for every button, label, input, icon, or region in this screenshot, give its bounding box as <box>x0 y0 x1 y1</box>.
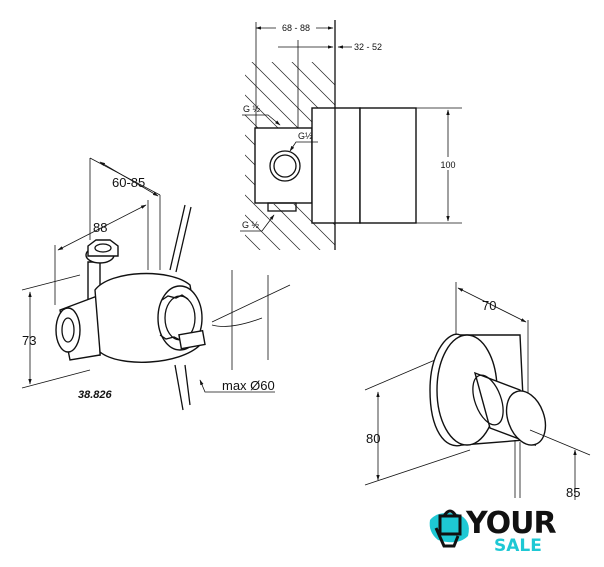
shopping-bag-hand-icon <box>429 509 469 548</box>
article-number: 38.826 <box>78 389 113 401</box>
cover-cylinder <box>359 107 417 224</box>
dim-width-label: 88 <box>93 220 107 235</box>
bottom-nut <box>267 202 297 212</box>
valve-body <box>254 127 313 204</box>
handle-end <box>505 390 547 446</box>
dim-height-73: 73 <box>22 333 36 348</box>
inlet-port <box>55 307 81 353</box>
yoursale-logo: YOUR SALE <box>428 506 568 558</box>
dim-wall-label: 32 - 52 <box>354 42 382 52</box>
top-section-view: 68 - 88 32 - 52 100 G ½ G½ G ½ <box>240 20 462 250</box>
cover-perspective-view: 70 80 85 <box>364 282 591 500</box>
thread-top-label: G ½ <box>243 104 261 114</box>
logo-word-your: YOUR <box>466 506 557 541</box>
dim-max-diameter: max Ø60 <box>222 378 275 393</box>
dim-diameter-70: 70 <box>482 298 496 313</box>
thread-side-label: G½ <box>298 131 313 141</box>
valve-perspective-view: 60-85 88 73 max Ø60 38.826 <box>21 157 291 411</box>
outlet-port <box>269 150 301 182</box>
logo-word-sale: SALE <box>494 536 542 556</box>
mounting-flange <box>311 107 361 224</box>
thread-bottom-label: G ½ <box>242 220 260 230</box>
dim-height-100: 100 <box>440 160 455 170</box>
dim-depth-85: 85 <box>566 485 580 500</box>
dim-height-80: 80 <box>366 431 380 446</box>
spindle <box>178 329 206 350</box>
pipe-stub <box>169 204 192 273</box>
dim-depth-label: 68 - 88 <box>282 23 310 33</box>
dim-range-label: 60-85 <box>112 175 145 190</box>
